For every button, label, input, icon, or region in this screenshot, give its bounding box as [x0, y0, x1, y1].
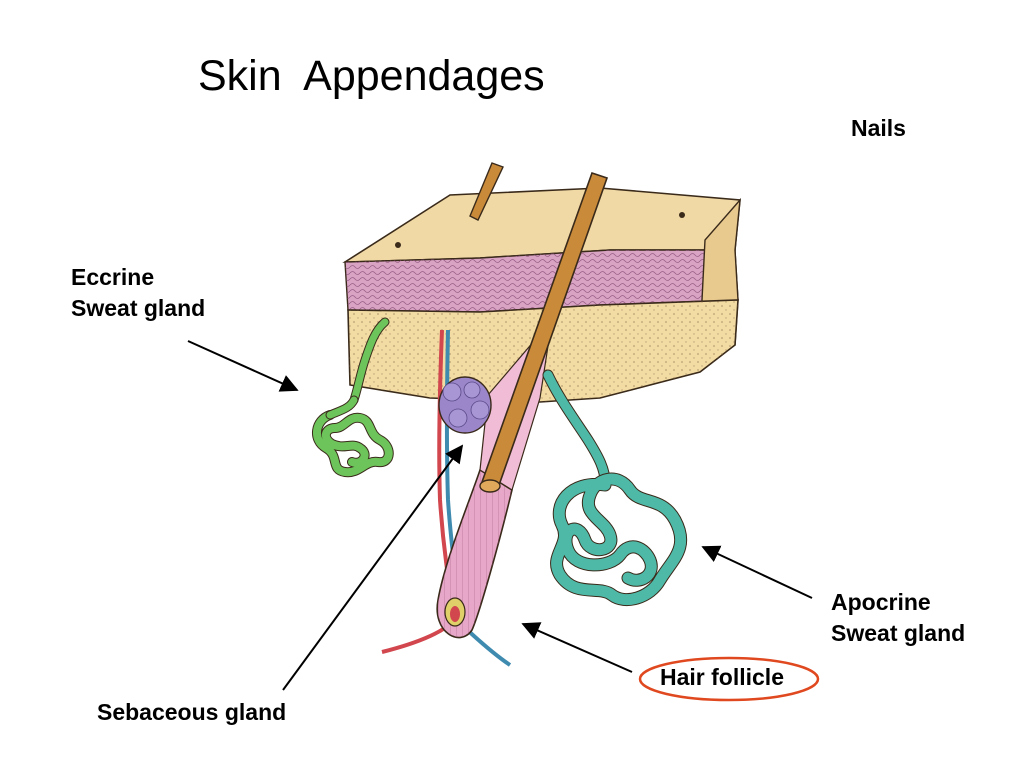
label-apocrine-line2: Sweat gland: [831, 620, 966, 646]
label-apocrine-line1: Apocrine: [831, 589, 931, 615]
label-eccrine-sweat-gland: Eccrine Sweat gland: [71, 262, 205, 324]
apocrine-gland-graphic: [542, 369, 688, 606]
eccrine-arrow: [187, 340, 299, 392]
label-nails-text: Nails: [851, 115, 906, 141]
apocrine-arrow: [701, 545, 813, 599]
hair-follicle-arrow: [521, 622, 633, 673]
slide-title: Skin Appendages: [198, 52, 545, 100]
label-hair-follicle-text: Hair follicle: [660, 664, 784, 690]
label-sebaceous-text: Sebaceous gland: [97, 699, 287, 725]
hair-follicle-highlight-ring: [638, 656, 820, 702]
label-eccrine-line1: Eccrine: [71, 264, 155, 290]
short-hair-shaft: [469, 162, 504, 221]
label-nails: Nails: [851, 113, 906, 144]
label-apocrine-sweat-gland: Apocrine Sweat gland: [831, 587, 965, 649]
sebaceous-arrow: [282, 444, 464, 691]
sebaceous-gland-graphic: [438, 376, 492, 434]
label-sebaceous-gland: Sebaceous gland: [97, 697, 286, 728]
label-eccrine-line2: Sweat gland: [71, 295, 206, 321]
label-hair-follicle: Hair follicle: [660, 662, 784, 693]
eccrine-gland-graphic: [312, 317, 394, 478]
